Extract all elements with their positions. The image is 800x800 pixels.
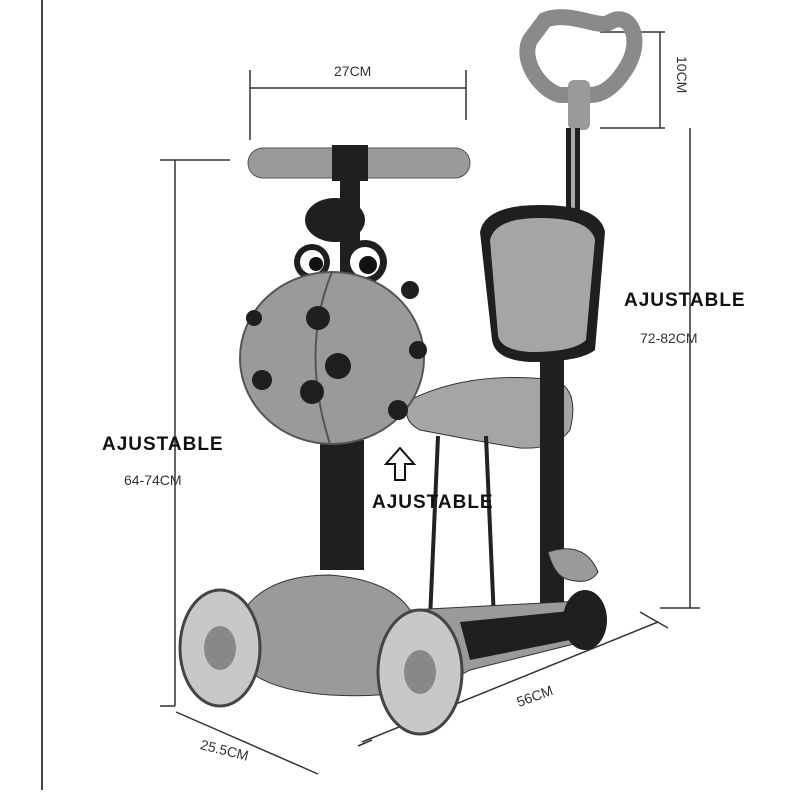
adjustable-right-label: AJUSTABLE — [624, 290, 746, 311]
adjustable-left-range: 64-74CM — [124, 472, 182, 488]
adjustable-right-range: 72-82CM — [640, 330, 698, 346]
rear-wheel — [563, 590, 607, 650]
grip-height-label: 10CM — [674, 56, 690, 94]
backrest — [480, 205, 605, 362]
adjustable-left-label: AJUSTABLE — [102, 434, 224, 455]
adjustable-seat-label: AJUSTABLE — [372, 492, 494, 513]
up-arrow-icon — [383, 446, 417, 481]
seat — [406, 360, 574, 621]
push-handle — [519, 9, 643, 228]
handlebar — [247, 145, 471, 181]
handle-width-label: 27CM — [334, 63, 372, 79]
wheels — [178, 588, 607, 736]
ladybug-head — [239, 198, 427, 445]
dimension-lines — [160, 31, 700, 775]
